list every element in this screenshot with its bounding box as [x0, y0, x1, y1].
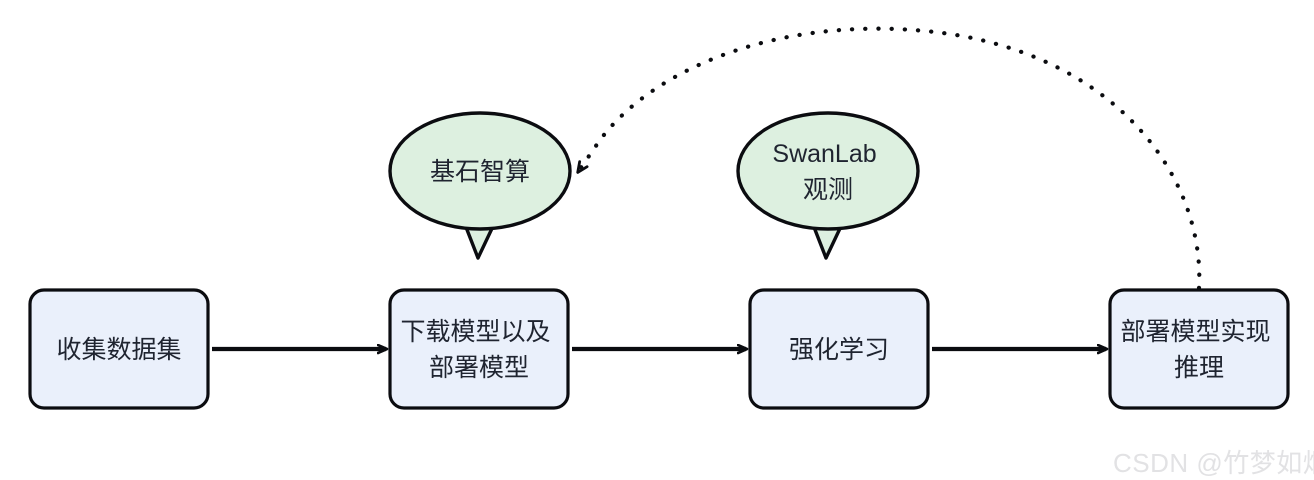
node-download-and-deploy-model[interactable]: 下载模型以及 部署模型	[388, 288, 570, 410]
node-reinforcement-learning[interactable]: 强化学习	[748, 288, 930, 410]
node-label-line: 收集数据集	[56, 336, 181, 364]
node-label-line: 强化学习	[789, 336, 889, 364]
node-deploy-model-for-inference[interactable]: 部署模型实现 推理	[1108, 288, 1290, 410]
callout-label-line: 观测	[803, 176, 853, 204]
callout-jishi-zhisuan[interactable]: 基石智算	[388, 111, 572, 260]
callout-tail-seam	[810, 215, 846, 223]
svg-text:收集数据集: 收集数据集	[56, 336, 181, 364]
svg-text:下载模型以及 部署模型: 下载模型以及 部署模型	[401, 318, 558, 382]
node-collect-dataset[interactable]: 收集数据集	[28, 288, 210, 410]
callout-label-line: SwanLab	[772, 140, 876, 168]
svg-text:基石智算: 基石智算	[430, 158, 530, 186]
node-label-line: 部署模型	[429, 354, 529, 382]
callout-body	[736, 111, 920, 231]
callout-label-line: 基石智算	[430, 158, 530, 186]
process-nodes: 收集数据集 下载模型以及 部署模型 强化学习	[28, 288, 1290, 410]
callout-bubbles: 基石智算 SwanLab 观测	[388, 111, 920, 260]
svg-text:部署模型实现 推理: 部署模型实现 推理	[1121, 318, 1278, 382]
csdn-watermark: CSDN @竹梦如烟	[1113, 448, 1314, 478]
callout-swanlab-observe[interactable]: SwanLab 观测	[736, 111, 920, 260]
node-label-line: 推理	[1174, 354, 1224, 382]
callout-tail-seam	[462, 215, 498, 223]
node-label-line: 部署模型实现	[1121, 318, 1271, 346]
node-label-line: 下载模型以及	[401, 318, 551, 346]
svg-text:SwanLab 观测: SwanLab 观测	[772, 140, 883, 204]
dotted-feedback-arrow	[575, 26, 1202, 291]
callout-body	[388, 111, 572, 231]
svg-text:强化学习: 强化学习	[789, 336, 889, 364]
